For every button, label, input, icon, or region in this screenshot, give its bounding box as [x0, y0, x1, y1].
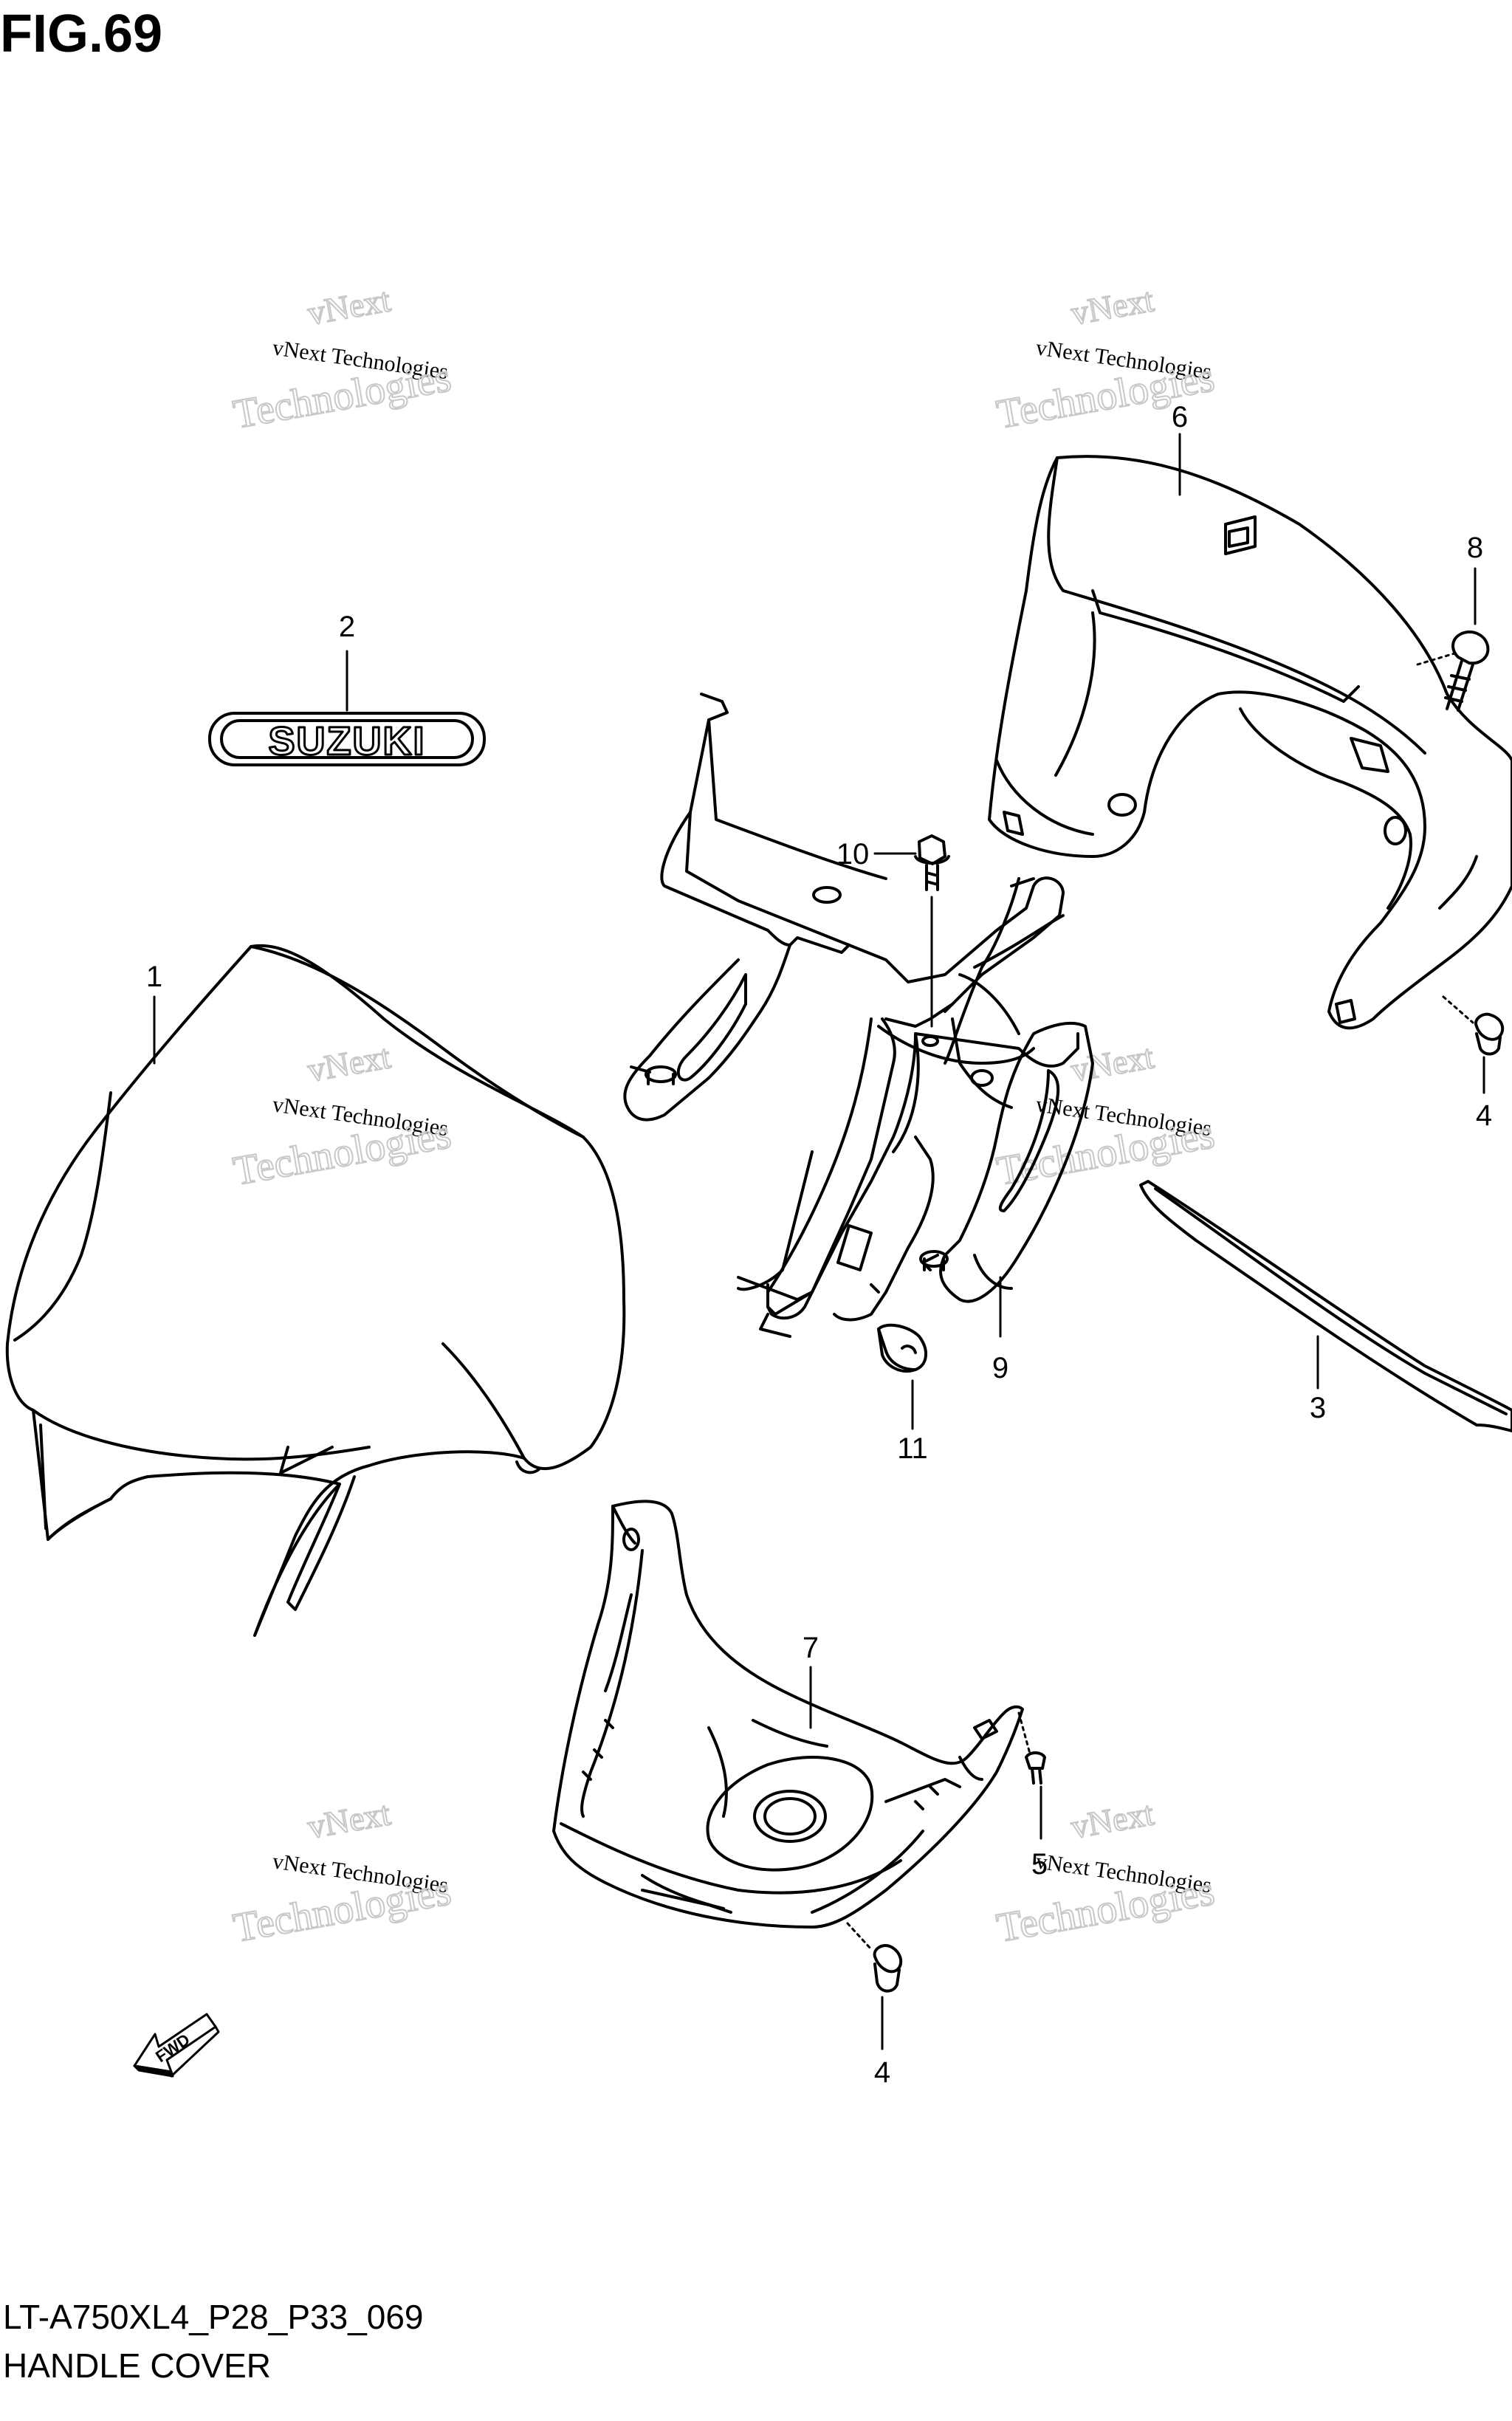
watermark-ghost: vNext: [305, 281, 394, 332]
watermark-mid-right: vNext Technologies vNext Technologies: [992, 1037, 1218, 1195]
callout-4-bottom: 4: [874, 2056, 890, 2089]
part-2-emblem: SUZUKI: [208, 712, 486, 766]
part-4-clip-bottom: [873, 1944, 903, 1993]
callout-5: 5: [1031, 1848, 1048, 1881]
part-9-bracket: [623, 693, 1094, 1338]
callout-leaders: [153, 433, 1485, 2050]
callout-2: 2: [339, 611, 355, 643]
callout-6: 6: [1172, 401, 1188, 433]
callout-1: 1: [146, 961, 162, 993]
watermark-ghost: vNext: [1068, 1037, 1157, 1089]
callout-10: 10: [836, 838, 870, 870]
figure-code: LT-A750XL4_P28_P33_069: [3, 2298, 424, 2336]
part-10-bolt: [914, 834, 950, 891]
figure-title: FIG.69: [0, 4, 163, 63]
fwd-arrow-icon: FWD: [133, 2013, 220, 2078]
callout-11: 11: [897, 1432, 928, 1465]
part-4-clip-right: [1474, 1012, 1505, 1056]
callout-4-right: 4: [1476, 1099, 1492, 1132]
part-7-lower-cover: [552, 1500, 1024, 1929]
figure-name: HANDLE COVER: [3, 2346, 271, 2385]
callout-3: 3: [1310, 1392, 1326, 1424]
watermark-ghost: vNext: [305, 1037, 394, 1089]
part-8-screw: [1444, 631, 1490, 712]
callout-7: 7: [803, 1632, 819, 1664]
watermark-ghost: vNext: [1068, 1794, 1157, 1846]
callout-8: 8: [1467, 532, 1483, 564]
callout-numbers: 1 2 3 4 4 5 6 7 8 9 10 11: [146, 401, 1492, 2089]
part-3-seal: [1139, 1180, 1512, 1432]
watermark-ghost: vNext: [1068, 281, 1157, 332]
part-11-grommet: [877, 1323, 927, 1373]
callout-9: 9: [992, 1352, 1008, 1384]
watermark-bottom-left: vNext Technologies vNext Technologies: [229, 1793, 455, 1952]
part-5-pin: [1025, 1751, 1046, 1785]
watermark-bottom-right: vNext Technologies vNext Technologies: [992, 1793, 1218, 1952]
watermark-ghost: vNext: [305, 1794, 394, 1846]
part-6-upper-cover: [988, 455, 1512, 1030]
emblem-logo: SUZUKI: [269, 719, 426, 763]
part-1-handle-cover: [5, 944, 626, 1637]
watermark-top-left: vNext Technologies vNext Technologies: [229, 280, 455, 439]
watermark-mid-left: vNext Technologies vNext Technologies: [229, 1037, 455, 1195]
